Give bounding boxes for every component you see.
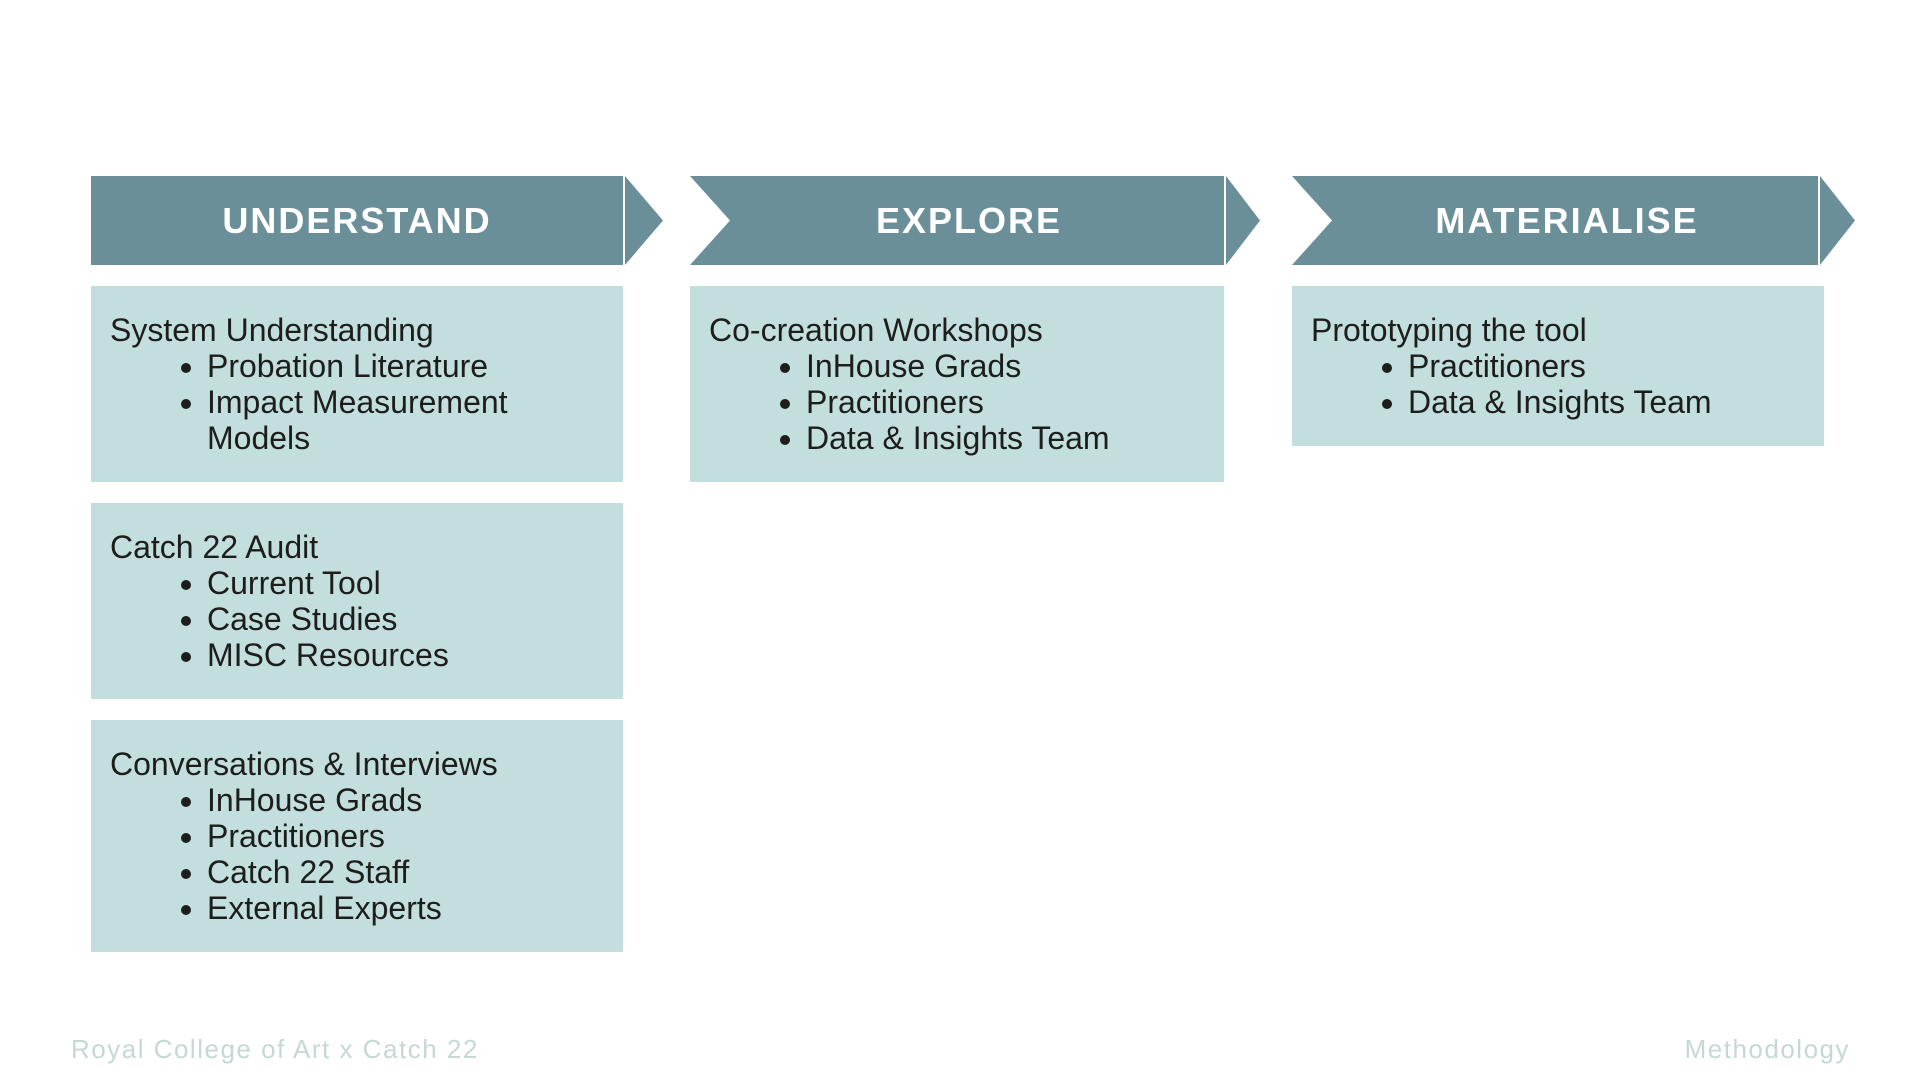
footer-section-label: Methodology: [1684, 1034, 1850, 1064]
bullet-list: InHouse Grads Practitioners Catch 22 Sta…: [110, 782, 605, 926]
bullet-item: Practitioners: [1408, 348, 1806, 384]
phase-header-explore: EXPLORE: [690, 176, 1260, 265]
phase-column-explore: EXPLORE Co-creation Workshops InHouse Gr…: [690, 176, 1260, 482]
box-title: System Understanding: [110, 312, 434, 348]
bullet-list: Probation Literature Impact Measurement …: [110, 348, 605, 456]
bullet-list: Practitioners Data & Insights Team: [1311, 348, 1806, 420]
phase-header-label: EXPLORE: [690, 176, 1224, 265]
phase-column-understand: UNDERSTAND System Understanding Probatio…: [91, 176, 663, 952]
bullet-list: InHouse Grads Practitioners Data & Insig…: [709, 348, 1206, 456]
bullet-item: Case Studies: [207, 601, 605, 637]
bullet-item: InHouse Grads: [207, 782, 605, 818]
box-title: Conversations & Interviews: [110, 746, 498, 782]
bullet-item: InHouse Grads: [806, 348, 1206, 384]
phase-column-materialise: MATERIALISE Prototyping the tool Practit…: [1292, 176, 1855, 446]
box-system-understanding: System Understanding Probation Literatur…: [91, 286, 623, 482]
bullet-item: Practitioners: [806, 384, 1206, 420]
arrow-tip: [1226, 176, 1260, 265]
box-title: Catch 22 Audit: [110, 529, 319, 565]
box-title: Co-creation Workshops: [709, 312, 1043, 348]
footer-project-label: Royal College of Art x Catch 22: [71, 1034, 479, 1064]
phase-header-understand: UNDERSTAND: [91, 176, 663, 265]
bullet-item: Practitioners: [207, 818, 605, 854]
bullet-item: Data & Insights Team: [806, 420, 1206, 456]
phase-header-materialise: MATERIALISE: [1292, 176, 1855, 265]
bullet-item: Catch 22 Staff: [207, 854, 605, 890]
bullet-item: MISC Resources: [207, 637, 605, 673]
box-title: Prototyping the tool: [1311, 312, 1587, 348]
bullet-list: Current Tool Case Studies MISC Resources: [110, 565, 605, 673]
bullet-item: External Experts: [207, 890, 605, 926]
phase-header-label: MATERIALISE: [1292, 176, 1818, 265]
box-cocreation-workshops: Co-creation Workshops InHouse Grads Prac…: [690, 286, 1224, 482]
phase-header-label: UNDERSTAND: [91, 176, 623, 265]
box-prototyping-tool: Prototyping the tool Practitioners Data …: [1292, 286, 1824, 446]
arrow-tip: [625, 176, 663, 265]
bullet-item: Probation Literature: [207, 348, 605, 384]
box-catch22-audit: Catch 22 Audit Current Tool Case Studies…: [91, 503, 623, 699]
bullet-item: Current Tool: [207, 565, 605, 601]
bullet-item: Data & Insights Team: [1408, 384, 1806, 420]
arrow-tip: [1820, 176, 1855, 265]
bullet-item: Impact Measurement Models: [207, 384, 605, 456]
box-conversations-interviews: Conversations & Interviews InHouse Grads…: [91, 720, 623, 952]
